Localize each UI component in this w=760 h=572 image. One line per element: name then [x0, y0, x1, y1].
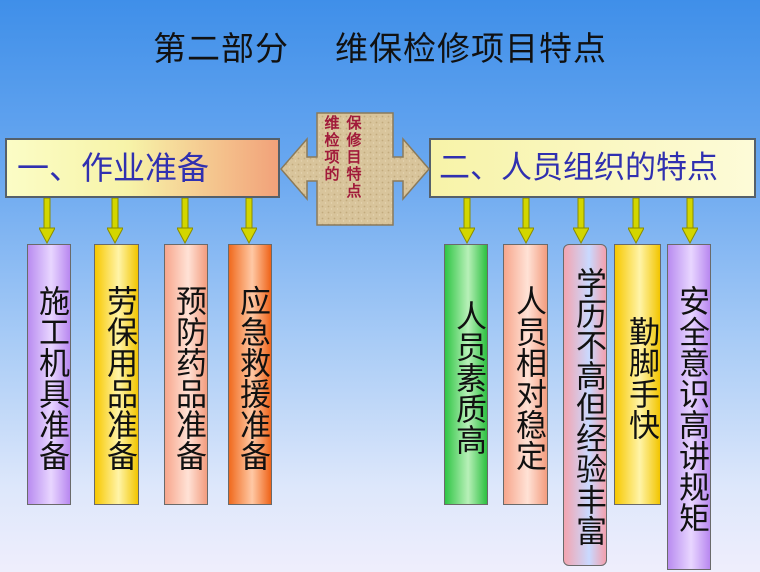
card-label: 安全意识高讲规矩	[673, 284, 709, 533]
arrow-down-icon	[107, 198, 123, 244]
card-high-quality-staff: 人员素质高	[444, 244, 488, 505]
right-section-header: 二、人员组织的特点	[429, 138, 756, 198]
card-experienced-staff: 学历不高但经验丰富	[563, 244, 607, 566]
arrow-down-icon	[573, 198, 589, 244]
arrow-down-icon	[241, 198, 257, 244]
card-construction-tools: 施工机具准备	[27, 244, 71, 505]
arrow-down-icon	[459, 198, 475, 244]
double-arrow-icon	[280, 112, 430, 226]
card-protective-supplies: 劳保用品准备	[94, 244, 139, 505]
center-label-col-1: 维检项的	[322, 115, 342, 183]
arrow-down-icon	[518, 198, 534, 244]
center-label-col-2: 保修目特点	[344, 115, 364, 200]
card-emergency-rescue: 应急救援准备	[228, 244, 272, 505]
card-label: 预防药品准备	[170, 284, 206, 471]
arrow-down-icon	[39, 198, 55, 244]
card-label: 勤脚手快	[623, 315, 659, 440]
card-label: 施工机具准备	[33, 284, 69, 471]
center-label-text: 维检项的	[324, 114, 340, 183]
card-quick-hands: 勤脚手快	[614, 244, 661, 505]
arrow-down-icon	[628, 198, 644, 244]
left-section-header: 一、作业准备	[5, 138, 280, 198]
arrow-down-icon	[177, 198, 193, 244]
card-label: 人员相对稳定	[510, 284, 546, 471]
card-label: 学历不高但经验丰富	[570, 267, 606, 546]
card-label: 劳保用品准备	[101, 284, 137, 471]
page-title: 第二部分 维保检修项目特点	[153, 29, 607, 68]
card-label: 人员素质高	[450, 300, 486, 455]
center-label-text: 保修目特点	[346, 114, 362, 200]
card-stable-staff: 人员相对稳定	[503, 244, 548, 505]
card-safety-awareness: 安全意识高讲规矩	[667, 244, 711, 570]
card-label: 应急救援准备	[234, 284, 270, 471]
card-preventive-medicine: 预防药品准备	[164, 244, 208, 505]
arrow-down-icon	[682, 198, 698, 244]
